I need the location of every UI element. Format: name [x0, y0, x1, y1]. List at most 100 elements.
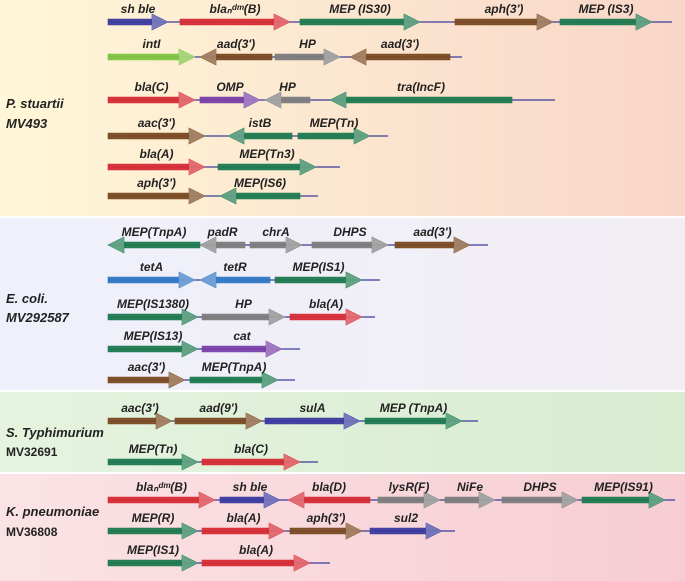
gene-head-highlight	[228, 128, 244, 144]
gene-body	[107, 522, 199, 540]
gene-body	[174, 412, 263, 430]
gene-arrow: aad(3')	[199, 37, 273, 66]
gene-arrow: lysR(F)	[377, 480, 441, 509]
gene-arrow: HP	[274, 37, 341, 66]
gene-body	[107, 308, 199, 326]
gene-body	[289, 522, 363, 540]
gene-head-highlight	[179, 92, 195, 108]
gene-label: HP	[279, 80, 297, 94]
gene-label: OMP	[216, 80, 244, 94]
gene-row: MEP(IS1380) HP bla(A)	[107, 297, 375, 326]
gene-arrow: MEP(IS1380)	[107, 297, 199, 326]
gene-arrow: DHPS	[501, 480, 579, 509]
gene-head-highlight	[182, 454, 198, 470]
gene-arrow: MEP(Tn)	[107, 442, 199, 471]
gene-arrow: aph(3')	[289, 511, 363, 540]
gene-label: aph(3')	[307, 511, 346, 525]
gene-head-highlight	[636, 14, 652, 30]
gene-head-highlight	[330, 92, 346, 108]
gene-body	[107, 453, 199, 471]
gene-arrow: MEP(IS13)	[107, 329, 199, 358]
gene-label: bla(C)	[234, 442, 268, 456]
gene-head-highlight	[424, 492, 440, 508]
gene-head-highlight	[200, 272, 216, 288]
gene-body	[199, 91, 261, 109]
gene-head-highlight	[169, 372, 185, 388]
gene-arrow: MEP(IS1)	[107, 543, 199, 572]
gene-arrow: bla(A)	[107, 147, 206, 176]
gene-label: MEP (IS3)	[579, 2, 634, 16]
gene-head-highlight	[454, 237, 470, 253]
gene-arrow: MEP(IS91)	[581, 480, 666, 509]
gene-head-highlight	[200, 49, 216, 65]
gene-arrow: aac(3')	[107, 116, 206, 145]
gene-body	[274, 271, 363, 289]
gene-body	[264, 91, 311, 109]
gene-label: cat	[233, 329, 251, 343]
gene-label: MEP(IS13)	[124, 329, 183, 343]
gene-body	[107, 236, 201, 254]
gene-arrow: aac(3')	[107, 401, 173, 430]
gene-arrow: blaₙᵈᵐ(B)	[179, 2, 291, 31]
gene-head-highlight	[265, 92, 281, 108]
gene-body	[199, 48, 273, 66]
gene-label: bla(A)	[309, 297, 343, 311]
gene-body	[559, 13, 653, 31]
gene-arrow: aad(3')	[349, 37, 451, 66]
gene-head-highlight	[199, 492, 215, 508]
gene-body	[219, 187, 301, 205]
gene-arrow: HP	[201, 297, 286, 326]
gene-label: MEP(IS1)	[292, 260, 344, 274]
gene-head-highlight	[284, 454, 300, 470]
gene-arrow: bla(C)	[107, 80, 196, 109]
gene-label: HP	[299, 37, 317, 51]
gene-label: tra(IncF)	[397, 80, 445, 94]
gene-label: blaₙᵈᵐ(B)	[136, 480, 187, 494]
gene-arrow: tetA	[107, 260, 196, 289]
gene-label: DHPS	[523, 480, 556, 494]
gene-label: blaₙᵈᵐ(B)	[210, 2, 261, 16]
gene-arrow: cat	[201, 329, 283, 358]
gene-body	[201, 522, 286, 540]
gene-label: MEP(IS1)	[127, 543, 179, 557]
gene-head-highlight	[200, 237, 216, 253]
gene-head-highlight	[182, 523, 198, 539]
gene-head-highlight	[346, 309, 362, 325]
gene-arrow: aad(3')	[394, 225, 471, 254]
gene-head-highlight	[286, 237, 302, 253]
gene-body	[249, 236, 303, 254]
gene-arrow: blaₙᵈᵐ(B)	[107, 480, 216, 509]
gene-label: sul2	[394, 511, 418, 525]
gene-label: MEP(IS1380)	[117, 297, 189, 311]
gene-body	[219, 491, 281, 509]
gene-head-highlight	[346, 272, 362, 288]
gene-arrow: tetR	[199, 260, 271, 289]
gene-body	[189, 371, 279, 389]
gene-label: sh ble	[233, 480, 268, 494]
gene-head-highlight	[266, 341, 282, 357]
gene-head-highlight	[220, 188, 236, 204]
gene-body	[329, 91, 513, 109]
gene-head-highlight	[479, 492, 495, 508]
strain-id: MV493	[6, 116, 48, 131]
gene-body	[201, 308, 286, 326]
gene-body	[297, 127, 371, 145]
gene-head-highlight	[269, 523, 285, 539]
gene-arrow: sh ble	[107, 2, 169, 31]
gene-label: MEP(Tn)	[310, 116, 359, 130]
gene-label: sh ble	[121, 2, 156, 16]
gene-head-highlight	[246, 413, 262, 429]
gene-label: intI	[143, 37, 162, 51]
gene-label: aad(3')	[217, 37, 255, 51]
gene-body	[349, 48, 451, 66]
gene-head-highlight	[179, 272, 195, 288]
gene-label: bla(A)	[227, 511, 261, 525]
gene-arrow: HP	[264, 80, 311, 109]
gene-head-highlight	[269, 309, 285, 325]
gene-row: MEP(R)bla(A)aph(3')sul2	[107, 511, 455, 540]
